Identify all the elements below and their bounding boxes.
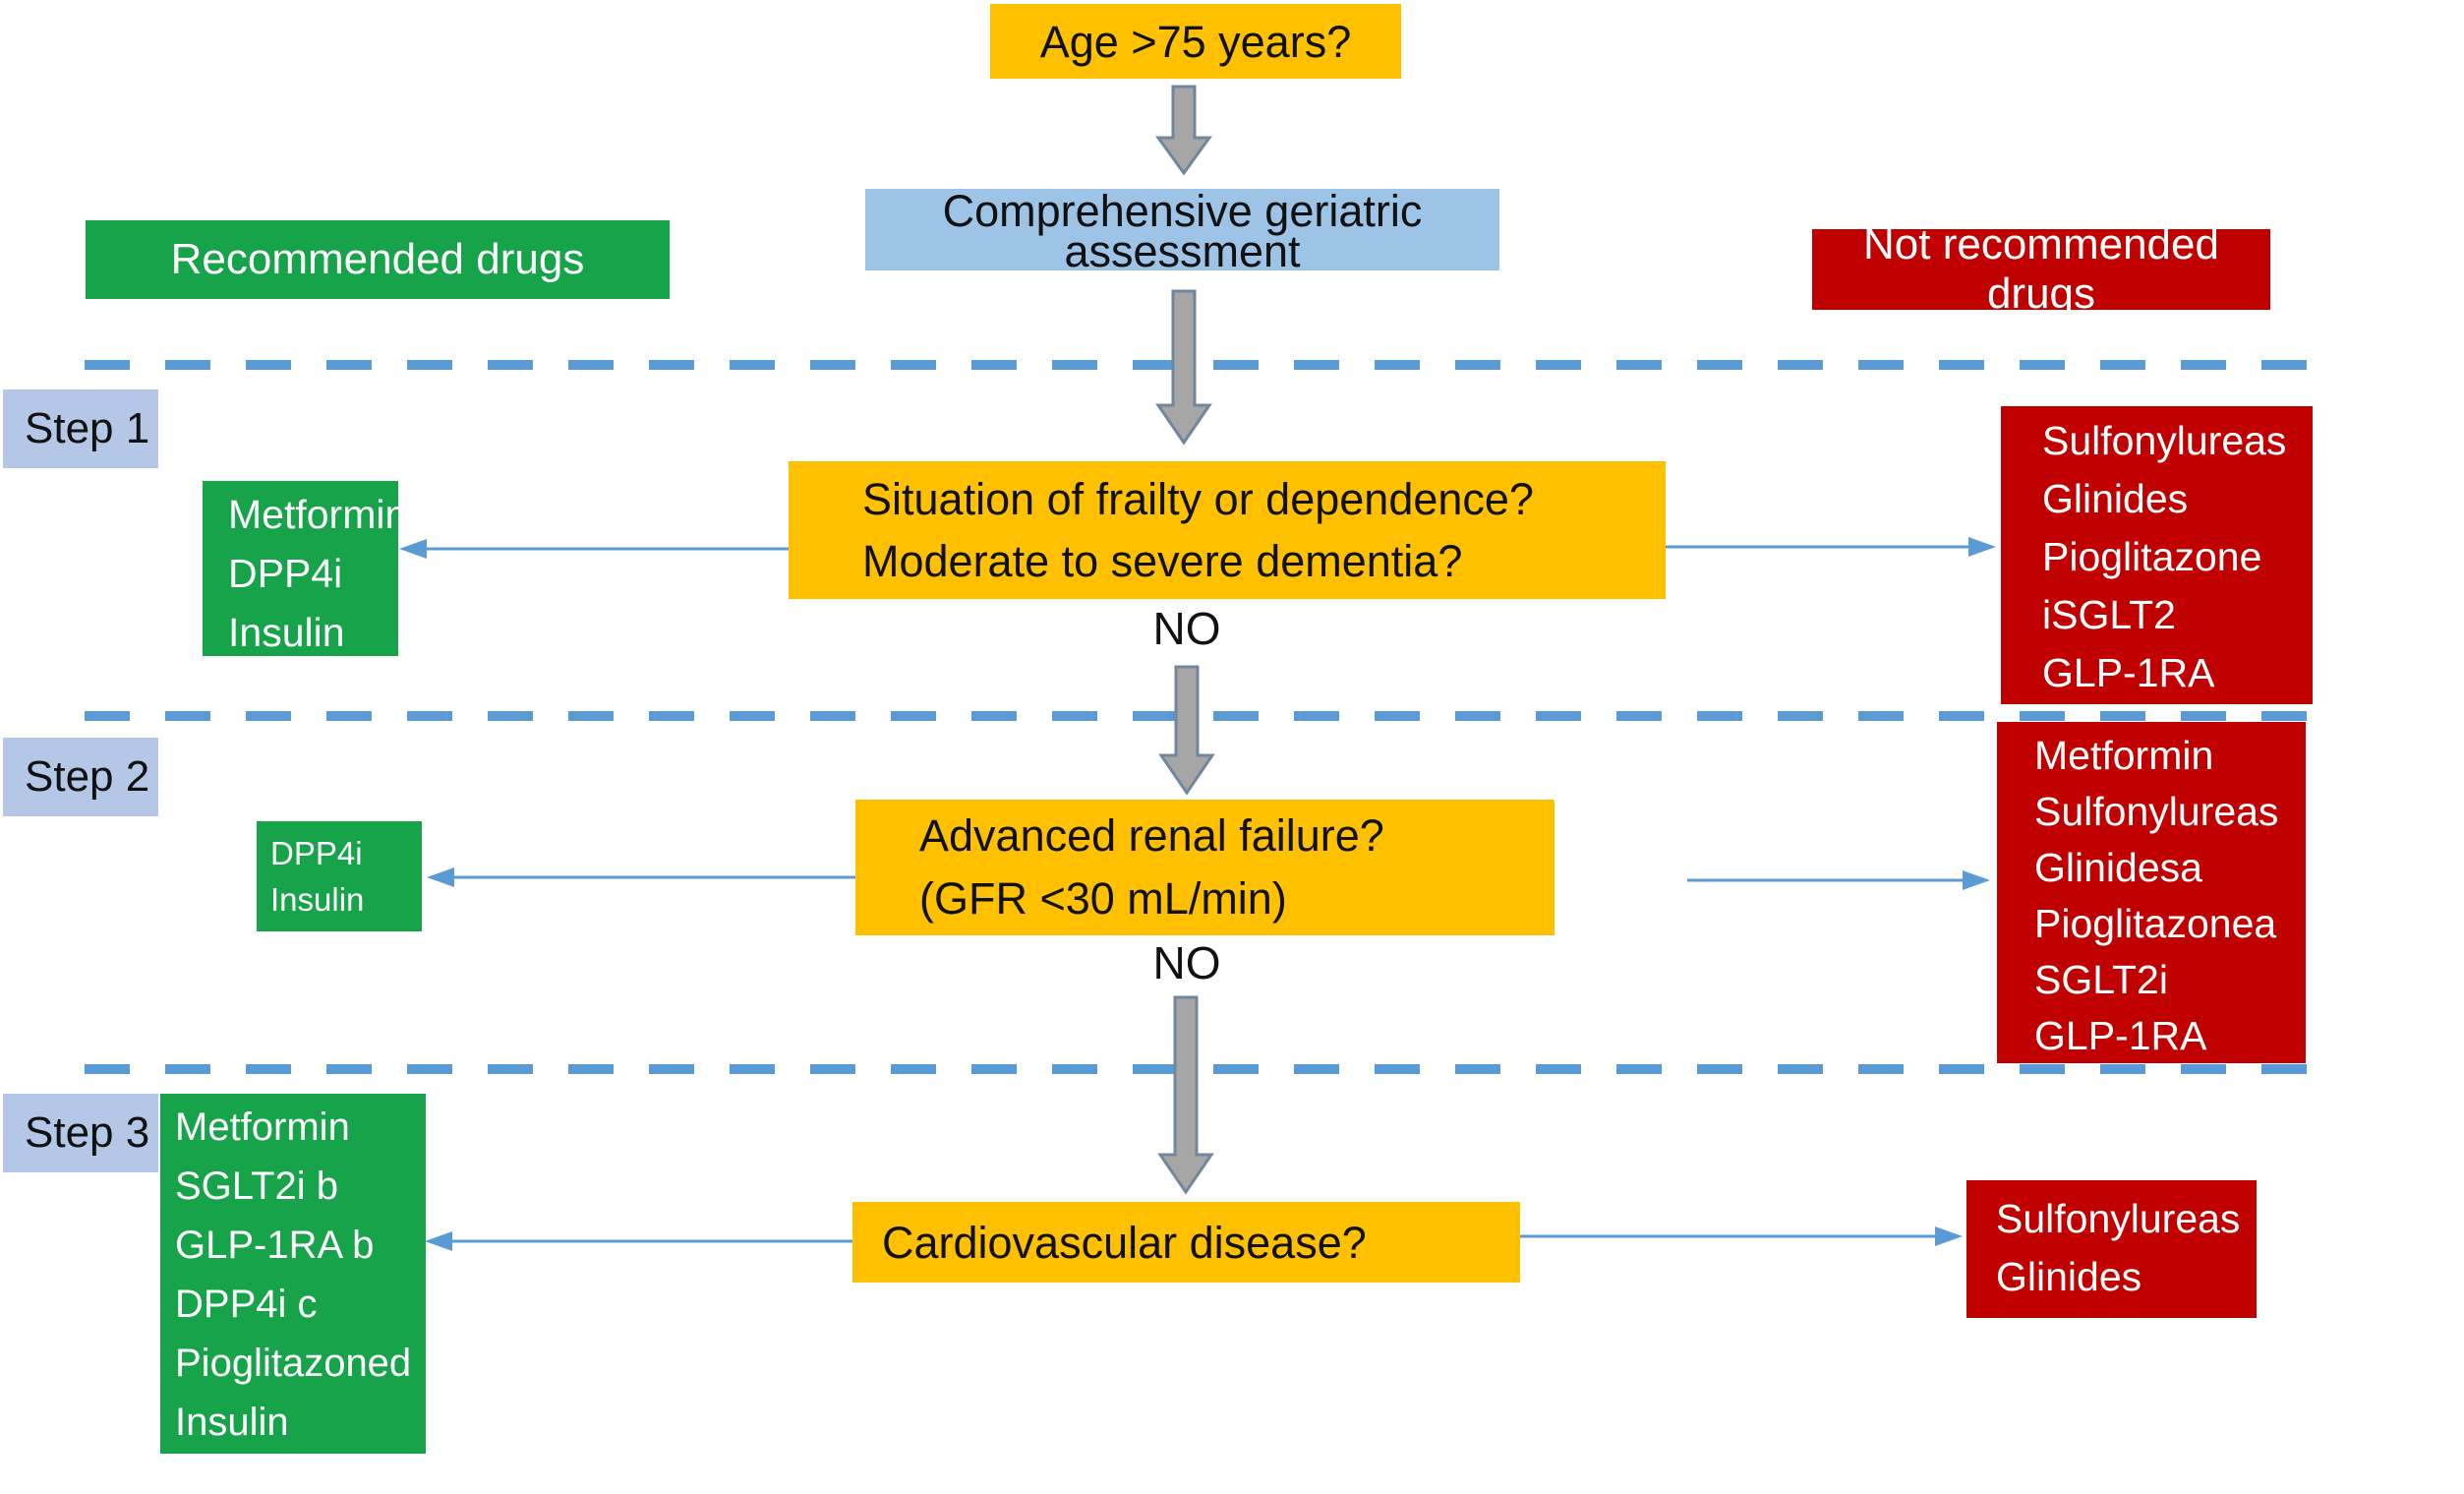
- drug-item: SGLT2i b: [175, 1165, 338, 1208]
- step3-recommended-arrowhead: [425, 1231, 452, 1251]
- step1-not-recommended-box: Sulfonylureas Glinides Pioglitazone iSGL…: [2001, 406, 2313, 704]
- drug-item: Insulin: [175, 1401, 289, 1444]
- drug-item: GLP-1RA: [2034, 1013, 2207, 1058]
- flow-arrow-step2-to-step3: [1157, 995, 1214, 1195]
- drug-item: Metformin: [2034, 733, 2214, 778]
- step2-label-text: Step 2: [25, 752, 150, 801]
- step1-question-line-1: Situation of frailty or dependence?: [862, 474, 1534, 524]
- drug-item: Sulfonylureas: [2034, 789, 2279, 834]
- drug-item: Glinidesa: [2034, 845, 2202, 890]
- drug-item: Sulfonylureas: [1996, 1196, 2241, 1241]
- step3-label: Step 3: [3, 1094, 158, 1172]
- step1-recommended-arrowhead: [399, 539, 427, 559]
- step1-no-text: NO: [1152, 603, 1221, 654]
- drug-item: Insulin: [270, 881, 365, 918]
- flow-arrow-assessment-to-step1: [1155, 289, 1212, 446]
- step3-question-box: Cardiovascular disease?: [852, 1202, 1520, 1283]
- not-recommended-legend-text: Not recommended drugs: [1863, 220, 2219, 318]
- recommended-legend-text: Recommended drugs: [170, 235, 585, 283]
- drug-item: Insulin: [228, 610, 345, 655]
- step1-question-box: Situation of frailty or dependence? Mode…: [789, 461, 1666, 599]
- step1-question-line-2: Moderate to severe dementia?: [862, 536, 1463, 586]
- step3-recommended-box: Metformin SGLT2i b GLP-1RA b DPP4i c Pio…: [160, 1094, 426, 1454]
- flow-arrow-age-to-assessment: [1155, 85, 1212, 176]
- step3-label-text: Step 3: [25, 1108, 150, 1157]
- age-question-box: Age >75 years?: [990, 4, 1401, 79]
- step2-recommended-arrowhead: [427, 867, 454, 887]
- assessment-line-1: Comprehensive geriatric: [942, 186, 1423, 236]
- drug-item: Glinides: [1996, 1254, 2142, 1299]
- step2-not-recommended-box: Metformin Sulfonylureas Glinidesa Piogli…: [1997, 722, 2306, 1063]
- step3-notrecommended-arrowhead: [1935, 1226, 1963, 1246]
- assessment-box: Comprehensive geriatric assessment: [865, 186, 1499, 276]
- not-recommended-legend: Not recommended drugs: [1812, 220, 2270, 318]
- step1-notrecommended-arrowhead: [1968, 537, 1996, 557]
- step2-no-label: NO: [1118, 936, 1256, 989]
- step2-question-box: Advanced renal failure? (GFR <30 mL/min): [855, 800, 1555, 935]
- step2-question-line-1: Advanced renal failure?: [919, 810, 1384, 861]
- drug-item: Metformin: [175, 1106, 350, 1149]
- age-question-text: Age >75 years?: [1039, 16, 1352, 67]
- drug-item: Pioglitazoned: [175, 1342, 412, 1385]
- step2-label: Step 2: [3, 738, 158, 816]
- drug-item: iSGLT2: [2042, 592, 2176, 637]
- drug-item: Glinides: [2042, 476, 2189, 521]
- drug-item: DPP4i: [228, 551, 343, 596]
- step1-no-label: NO: [1118, 602, 1256, 655]
- drug-item: Sulfonylureas: [2042, 418, 2287, 463]
- drug-item: SGLT2i: [2034, 957, 2168, 1002]
- drug-item: DPP4i: [270, 835, 363, 871]
- step1-label: Step 1: [3, 389, 158, 468]
- step2-notrecommended-arrowhead: [1963, 870, 1990, 890]
- drug-item: Pioglitazone: [2042, 534, 2262, 579]
- step3-not-recommended-box: Sulfonylureas Glinides: [1966, 1180, 2257, 1318]
- assessment-line-2: assessment: [1064, 226, 1301, 276]
- step2-no-text: NO: [1152, 937, 1221, 988]
- step3-question-line-1: Cardiovascular disease?: [882, 1217, 1367, 1268]
- drug-item: DPP4i c: [175, 1283, 318, 1326]
- step2-recommended-box: DPP4i Insulin: [257, 821, 422, 931]
- step2-question-line-2: (GFR <30 mL/min): [919, 873, 1287, 924]
- drug-item: GLP-1RA: [2042, 650, 2215, 695]
- drug-item: GLP-1RA b: [175, 1224, 375, 1267]
- step1-label-text: Step 1: [25, 404, 150, 452]
- step1-recommended-box: Metformin DPP4i Insulin: [203, 481, 408, 656]
- flow-arrow-step1-to-step2: [1158, 665, 1215, 796]
- drug-item: Pioglitazonea: [2034, 901, 2277, 946]
- recommended-legend: Recommended drugs: [86, 220, 670, 299]
- drug-item: Metformin: [228, 492, 408, 537]
